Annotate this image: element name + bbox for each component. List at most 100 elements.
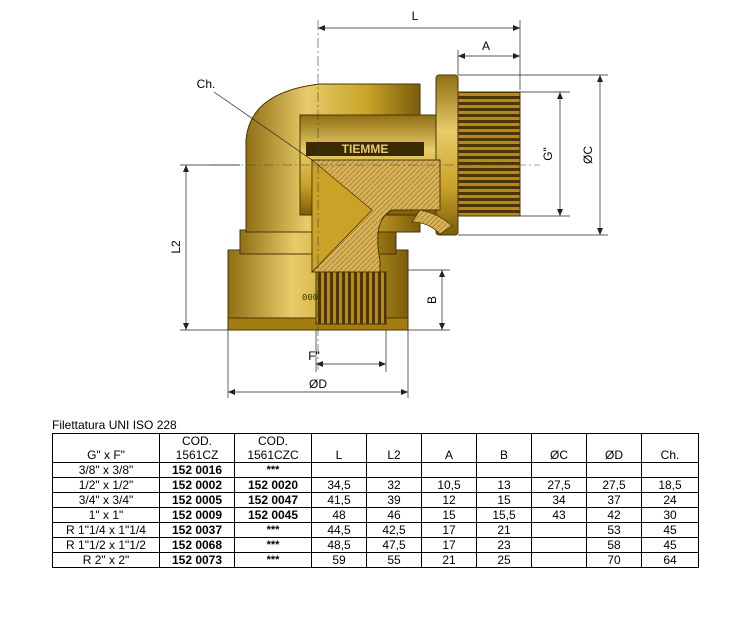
dim-label-L2: L2: [169, 240, 183, 254]
table-row: R 2" x 2" 152 0073 *** 59 55 21 25 70 64: [52, 552, 699, 568]
cell-D: 53: [586, 522, 642, 538]
center-lines: [210, 20, 540, 370]
dim-label-L: L: [412, 9, 419, 23]
cell-code-czc: ***: [234, 462, 312, 478]
cell-B: 25: [476, 552, 532, 568]
cell-code-cz: 152 0009: [159, 507, 235, 523]
cell-C: [531, 537, 587, 553]
cell-Ch: 45: [641, 522, 699, 538]
cell-L: 48,5: [311, 537, 367, 553]
cell-size: R 2" x 2": [52, 552, 160, 568]
cell-A: 21: [421, 552, 477, 568]
cell-code-czc: 152 0020: [234, 477, 312, 493]
svg-text:000: 000: [302, 293, 318, 303]
cell-C: [531, 462, 587, 478]
brand-mark: TIEMME: [342, 142, 389, 156]
cell-A: 10,5: [421, 477, 477, 493]
cell-L2: 46: [366, 507, 422, 523]
dim-label-D: ØD: [309, 377, 327, 391]
header-L2: L2: [366, 433, 422, 463]
cell-C: [531, 552, 587, 568]
cell-C: 34: [531, 492, 587, 508]
cell-L2: 55: [366, 552, 422, 568]
cell-size: 3/8" x 3/8": [52, 462, 160, 478]
header-size: G" x F": [52, 433, 160, 463]
table-header-row: G" x F" COD. 1561CZ COD. 1561CZC L L2 A …: [52, 433, 699, 463]
cell-Ch: 30: [641, 507, 699, 523]
cell-L: 41,5: [311, 492, 367, 508]
cell-L2: [366, 462, 422, 478]
dim-label-B: B: [425, 296, 439, 304]
header-D: ØD: [586, 433, 642, 463]
cell-B: 21: [476, 522, 532, 538]
table-row: 1" x 1" 152 0009 152 0045 48 46 15 15,5 …: [52, 507, 699, 523]
cell-L: 48: [311, 507, 367, 523]
cell-D: 42: [586, 507, 642, 523]
cell-B: 15,5: [476, 507, 532, 523]
cell-C: 43: [531, 507, 587, 523]
cell-Ch: 24: [641, 492, 699, 508]
dim-label-F: F": [308, 349, 320, 363]
cell-D: 58: [586, 537, 642, 553]
dim-label-Ch: Ch.: [197, 77, 216, 91]
cell-size: 3/4" x 3/4": [52, 492, 160, 508]
cell-code-czc: ***: [234, 552, 312, 568]
cell-code-cz: 152 0073: [159, 552, 235, 568]
cell-code-cz: 152 0068: [159, 537, 235, 553]
cell-size: 1" x 1": [52, 507, 160, 523]
cell-B: [476, 462, 532, 478]
header-C: ØC: [531, 433, 587, 463]
cell-code-cz: 152 0002: [159, 477, 235, 493]
cell-A: 15: [421, 507, 477, 523]
cell-size: R 1"1/4 x 1"1/4: [52, 522, 160, 538]
cell-C: 27,5: [531, 477, 587, 493]
cell-code-cz: 152 0005: [159, 492, 235, 508]
cell-D: 37: [586, 492, 642, 508]
table-row: 1/2" x 1/2" 152 0002 152 0020 34,5 32 10…: [52, 477, 699, 493]
cell-L: 59: [311, 552, 367, 568]
cell-code-cz: 152 0037: [159, 522, 235, 538]
cell-B: 15: [476, 492, 532, 508]
dim-label-G: G": [541, 147, 555, 161]
cell-L2: 39: [366, 492, 422, 508]
table-row: R 1"1/2 x 1"1/2 152 0068 *** 48,5 47,5 1…: [52, 537, 699, 553]
cell-L: 44,5: [311, 522, 367, 538]
cell-L2: 47,5: [366, 537, 422, 553]
cell-size: 1/2" x 1/2": [52, 477, 160, 493]
table-row: R 1"1/4 x 1"1/4 152 0037 *** 44,5 42,5 1…: [52, 522, 699, 538]
dimension-lines: [180, 20, 608, 398]
header-Ch: Ch.: [641, 433, 699, 463]
cell-code-czc: 152 0045: [234, 507, 312, 523]
header-code-czc: COD. 1561CZC: [234, 433, 312, 463]
cell-D: [586, 462, 642, 478]
cell-A: 17: [421, 537, 477, 553]
cell-code-czc: ***: [234, 522, 312, 538]
dim-label-C: ØC: [581, 146, 595, 164]
spec-table: G" x F" COD. 1561CZ COD. 1561CZC L L2 A …: [52, 433, 699, 568]
cell-A: 12: [421, 492, 477, 508]
cell-L: [311, 462, 367, 478]
cell-A: [421, 462, 477, 478]
brand-band: TIEMME: [306, 142, 424, 156]
cell-B: 13: [476, 477, 532, 493]
cell-Ch: 45: [641, 537, 699, 553]
table-row: 3/4" x 3/4" 152 0005 152 0047 41,5 39 12…: [52, 492, 699, 508]
cell-L2: 42,5: [366, 522, 422, 538]
cell-A: 17: [421, 522, 477, 538]
cell-code-cz: 152 0016: [159, 462, 235, 478]
table-row: 3/8" x 3/8" 152 0016 ***: [52, 462, 699, 478]
cell-L: 34,5: [311, 477, 367, 493]
cell-D: 27,5: [586, 477, 642, 493]
header-L: L: [311, 433, 367, 463]
cell-Ch: [641, 462, 699, 478]
cell-D: 70: [586, 552, 642, 568]
cell-C: [531, 522, 587, 538]
elbow-fitting-drawing: TIEMME 000: [169, 9, 608, 398]
header-code-cz: COD. 1561CZ: [159, 433, 235, 463]
cell-B: 23: [476, 537, 532, 553]
cell-Ch: 18,5: [641, 477, 699, 493]
dim-label-A: A: [482, 39, 490, 53]
thread-standard-caption: Filettatura UNI ISO 228: [52, 418, 177, 432]
header-B: B: [476, 433, 532, 463]
header-A: A: [421, 433, 477, 463]
